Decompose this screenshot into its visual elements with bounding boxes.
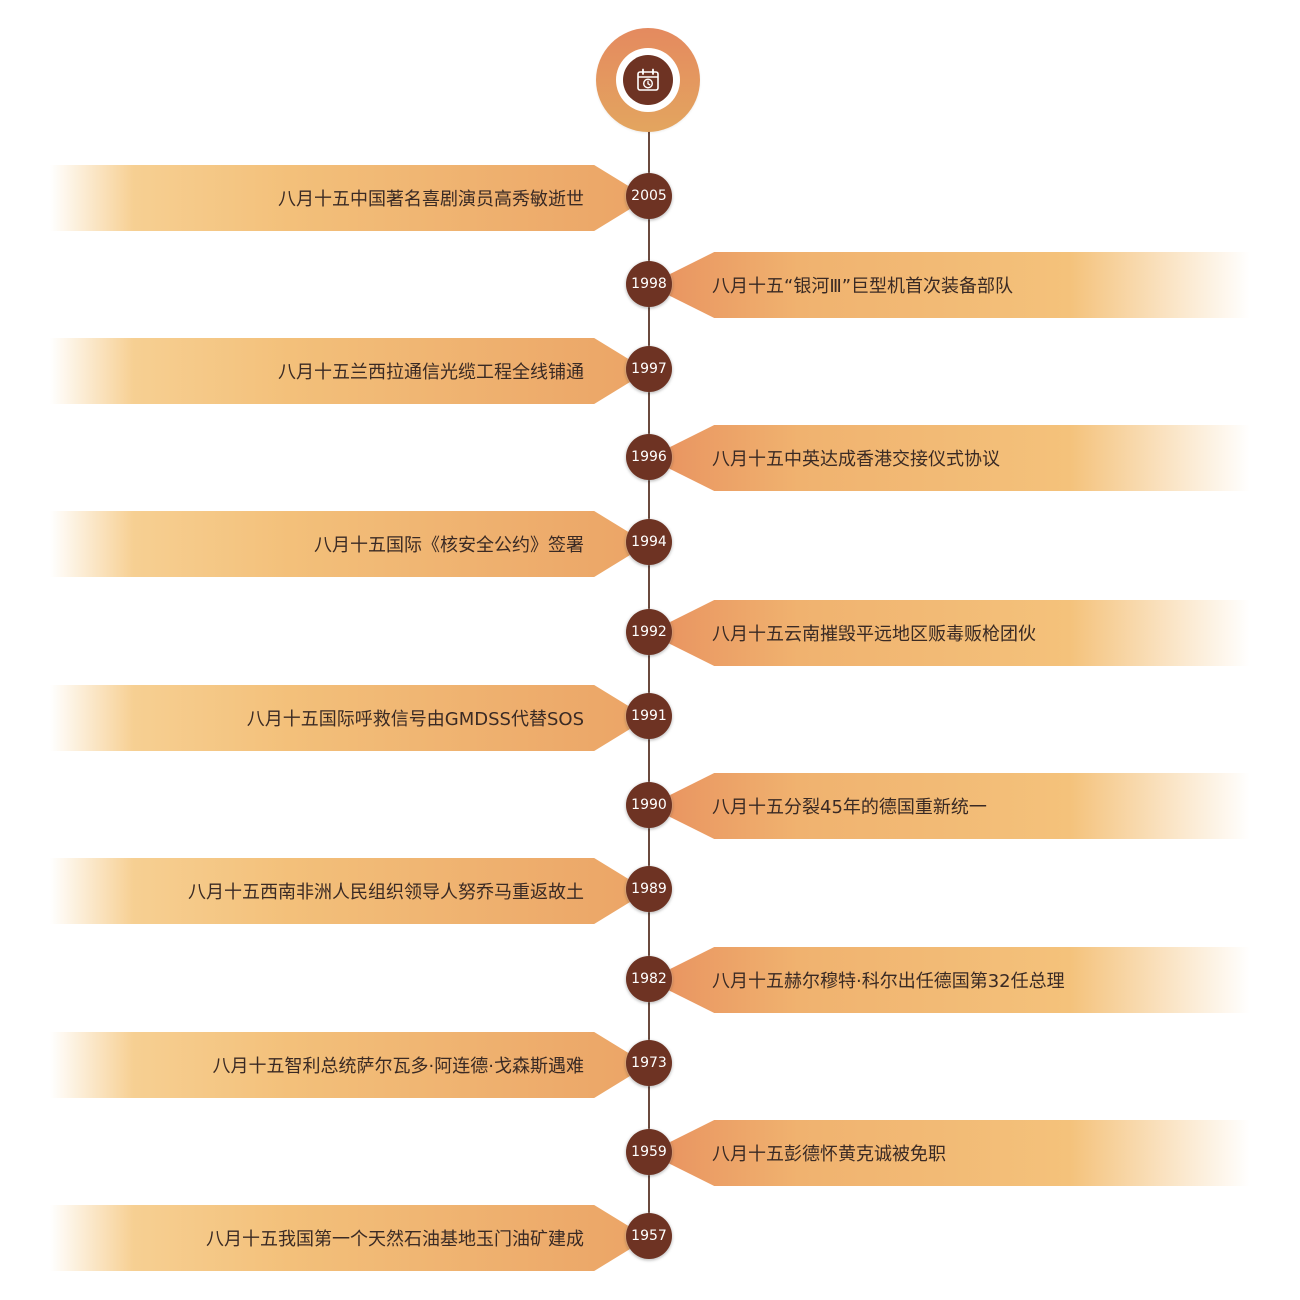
year-marker: 1989 — [626, 866, 672, 912]
event-text: 八月十五国际呼救信号由GMDSS代替SOS — [246, 709, 584, 730]
year-marker: 1994 — [626, 519, 672, 565]
event-band: 八月十五中国著名喜剧演员高秀敏逝世 — [50, 165, 648, 231]
event-band: 八月十五“银河Ⅲ”巨型机首次装备部队 — [648, 252, 1250, 318]
year-marker: 1997 — [626, 346, 672, 392]
year-marker: 1957 — [626, 1213, 672, 1259]
event-band: 八月十五我国第一个天然石油基地玉门油矿建成 — [50, 1205, 648, 1271]
year-marker: 1973 — [626, 1040, 672, 1086]
calendar-clock-icon — [637, 68, 659, 91]
year-marker: 1959 — [626, 1129, 672, 1175]
year-marker: 2005 — [626, 173, 672, 219]
event-band: 八月十五分裂45年的德国重新统一 — [648, 773, 1250, 839]
event-band: 八月十五智利总统萨尔瓦多·阿连德·戈森斯遇难 — [50, 1032, 648, 1098]
event-text: 八月十五我国第一个天然石油基地玉门油矿建成 — [206, 1229, 584, 1250]
event-text: 八月十五中国著名喜剧演员高秀敏逝世 — [278, 189, 584, 210]
year-marker: 1982 — [626, 956, 672, 1002]
event-band: 八月十五国际《核安全公约》签署 — [50, 511, 648, 577]
event-text: 八月十五兰西拉通信光缆工程全线铺通 — [278, 362, 584, 383]
event-band: 八月十五中英达成香港交接仪式协议 — [648, 425, 1250, 491]
event-text: 八月十五中英达成香港交接仪式协议 — [712, 449, 1000, 470]
event-text: 八月十五国际《核安全公约》签署 — [314, 535, 584, 556]
event-text: 八月十五彭德怀黄克诚被免职 — [712, 1144, 946, 1165]
event-text: 八月十五分裂45年的德国重新统一 — [712, 797, 987, 818]
header-badge-white-ring — [616, 48, 680, 112]
event-band: 八月十五西南非洲人民组织领导人努乔马重返故土 — [50, 858, 648, 924]
event-band: 八月十五赫尔穆特·科尔出任德国第32任总理 — [648, 947, 1250, 1013]
header-badge-inner — [623, 55, 673, 105]
event-band: 八月十五兰西拉通信光缆工程全线铺通 — [50, 338, 648, 404]
event-band: 八月十五国际呼救信号由GMDSS代替SOS — [50, 685, 648, 751]
year-marker: 1996 — [626, 434, 672, 480]
year-marker: 1991 — [626, 693, 672, 739]
event-band: 八月十五彭德怀黄克诚被免职 — [648, 1120, 1250, 1186]
event-text: 八月十五赫尔穆特·科尔出任德国第32任总理 — [712, 971, 1065, 992]
event-text: 八月十五西南非洲人民组织领导人努乔马重返故土 — [188, 882, 584, 903]
event-band: 八月十五云南摧毁平远地区贩毒贩枪团伙 — [648, 600, 1250, 666]
year-marker: 1998 — [626, 261, 672, 307]
event-text: 八月十五智利总统萨尔瓦多·阿连德·戈森斯遇难 — [212, 1056, 584, 1077]
timeline-header-badge — [596, 28, 700, 132]
year-marker: 1992 — [626, 609, 672, 655]
event-text: 八月十五“银河Ⅲ”巨型机首次装备部队 — [712, 276, 1014, 297]
year-marker: 1990 — [626, 782, 672, 828]
timeline-axis — [648, 80, 650, 1240]
event-text: 八月十五云南摧毁平远地区贩毒贩枪团伙 — [712, 624, 1036, 645]
